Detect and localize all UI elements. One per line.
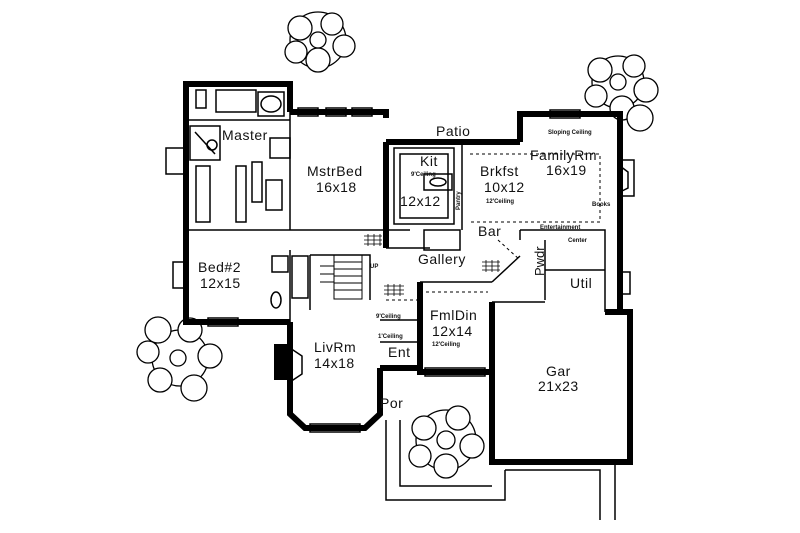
- stairs: [320, 254, 363, 300]
- label-pantry: Pantry: [456, 191, 462, 210]
- label-bed2: Bed#2: [198, 259, 241, 275]
- chimney-master: [165, 147, 187, 175]
- label-brkfst: Brkfst: [480, 163, 519, 179]
- label-livrm-size: 14x18: [314, 355, 355, 371]
- label-pwdr: Pwdr: [532, 246, 547, 276]
- chimney-bed2: [172, 261, 187, 289]
- tree-right: [584, 54, 659, 132]
- label-por: Por: [380, 395, 403, 411]
- label-liv-ceiling-a: 9'Ceiling: [376, 314, 401, 320]
- label-fmldin: FmlDin: [430, 307, 477, 323]
- label-mstrbed-size: 16x18: [316, 179, 357, 195]
- label-bed2-size: 12x15: [200, 275, 241, 291]
- label-gar-size: 21x23: [538, 378, 579, 394]
- label-bar: Bar: [478, 223, 501, 239]
- label-books: Books: [592, 202, 611, 208]
- windows: [207, 107, 581, 433]
- label-master: Master: [222, 127, 268, 143]
- chimney-util: [619, 271, 631, 295]
- label-center: Center: [568, 238, 588, 244]
- label-kit: Kit: [420, 153, 438, 169]
- bed2-bath-fixtures: [270, 255, 309, 309]
- label-fmldin-size: 12x14: [432, 323, 473, 339]
- ceiling-dashes: [386, 153, 601, 301]
- label-livrm: LivRm: [314, 339, 356, 355]
- tree-bottom: [408, 405, 485, 479]
- label-gar: Gar: [546, 363, 571, 379]
- kitchen-fixtures: [393, 147, 461, 251]
- label-util: Util: [570, 275, 592, 291]
- interior-walls: [186, 112, 606, 343]
- label-kit-ceiling: 9'Ceiling: [411, 172, 436, 178]
- label-up: UP: [370, 264, 378, 270]
- label-patio: Patio: [436, 123, 470, 139]
- label-familyrm-size: 16x19: [546, 162, 587, 178]
- label-familyrm: FamilyRm: [530, 147, 597, 163]
- tree-top-left: [284, 11, 356, 73]
- label-mstrbed: MstrBed: [307, 163, 363, 179]
- label-entertainment: Entertainment: [540, 225, 580, 231]
- label-liv-ceiling-b: 1'Ceiling: [378, 334, 403, 340]
- label-kit-size: 12x12: [400, 193, 441, 209]
- label-gallery: Gallery: [418, 251, 466, 267]
- label-ent: Ent: [388, 344, 411, 360]
- floor-hatches: [364, 234, 500, 296]
- tree-left: [136, 316, 223, 402]
- label-brkfst-ceiling: 12'Ceiling: [486, 199, 514, 205]
- fireplace-living: [274, 344, 303, 383]
- master-bath-fixtures: [189, 89, 291, 223]
- label-brkfst-size: 10x12: [484, 179, 525, 195]
- label-fmldin-ceiling: 12'Ceiling: [432, 342, 460, 348]
- fireplace-family: [619, 159, 635, 197]
- label-sloping-ceiling: Sloping Ceiling: [548, 130, 592, 136]
